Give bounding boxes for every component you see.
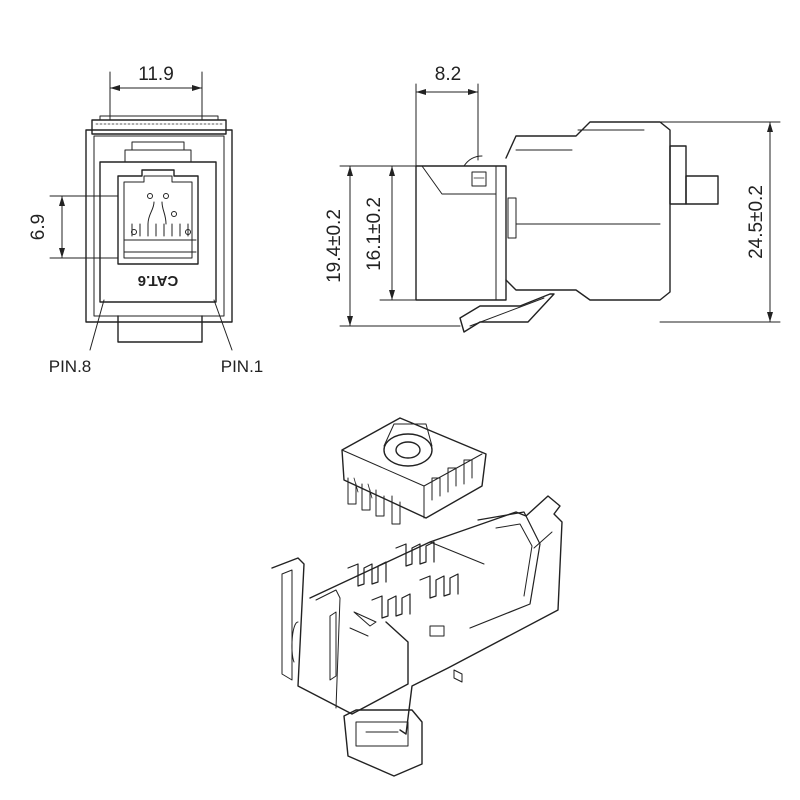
height-inner-dimension: 16.1±0.2 bbox=[364, 165, 417, 301]
pin-leaders: PIN.8 PIN.1 bbox=[49, 299, 264, 376]
pin1-label: PIN.1 bbox=[221, 357, 264, 376]
front-view: 11.9 bbox=[28, 64, 263, 376]
depth-dim-label: 8.2 bbox=[435, 64, 461, 85]
total-height-label: 24.5±0.2 bbox=[746, 185, 767, 259]
front-body bbox=[85, 115, 233, 343]
contact-pins bbox=[131, 193, 191, 237]
side-body bbox=[415, 121, 719, 333]
category-label: CAT.6 bbox=[138, 272, 179, 289]
height-outer-label: 19.4±0.2 bbox=[324, 209, 345, 283]
isometric-view bbox=[271, 417, 563, 777]
rj45-port bbox=[117, 169, 199, 265]
depth-dimension: 8.2 bbox=[415, 64, 479, 167]
width-dim-label: 11.9 bbox=[138, 64, 174, 85]
wire-cap bbox=[341, 417, 487, 525]
port-height-label: 6.9 bbox=[28, 214, 49, 240]
pin8-label: PIN.8 bbox=[49, 357, 92, 376]
side-view: 8.2 19.4 bbox=[324, 64, 781, 333]
width-dimension: 11.9 bbox=[109, 64, 203, 121]
height-inner-label: 16.1±0.2 bbox=[364, 197, 385, 271]
height-outer-dimension: 19.4±0.2 bbox=[324, 165, 461, 327]
jack-body bbox=[271, 495, 563, 777]
port-height-dimension: 6.9 bbox=[28, 195, 119, 259]
total-height-dimension: 24.5±0.2 bbox=[659, 121, 781, 323]
